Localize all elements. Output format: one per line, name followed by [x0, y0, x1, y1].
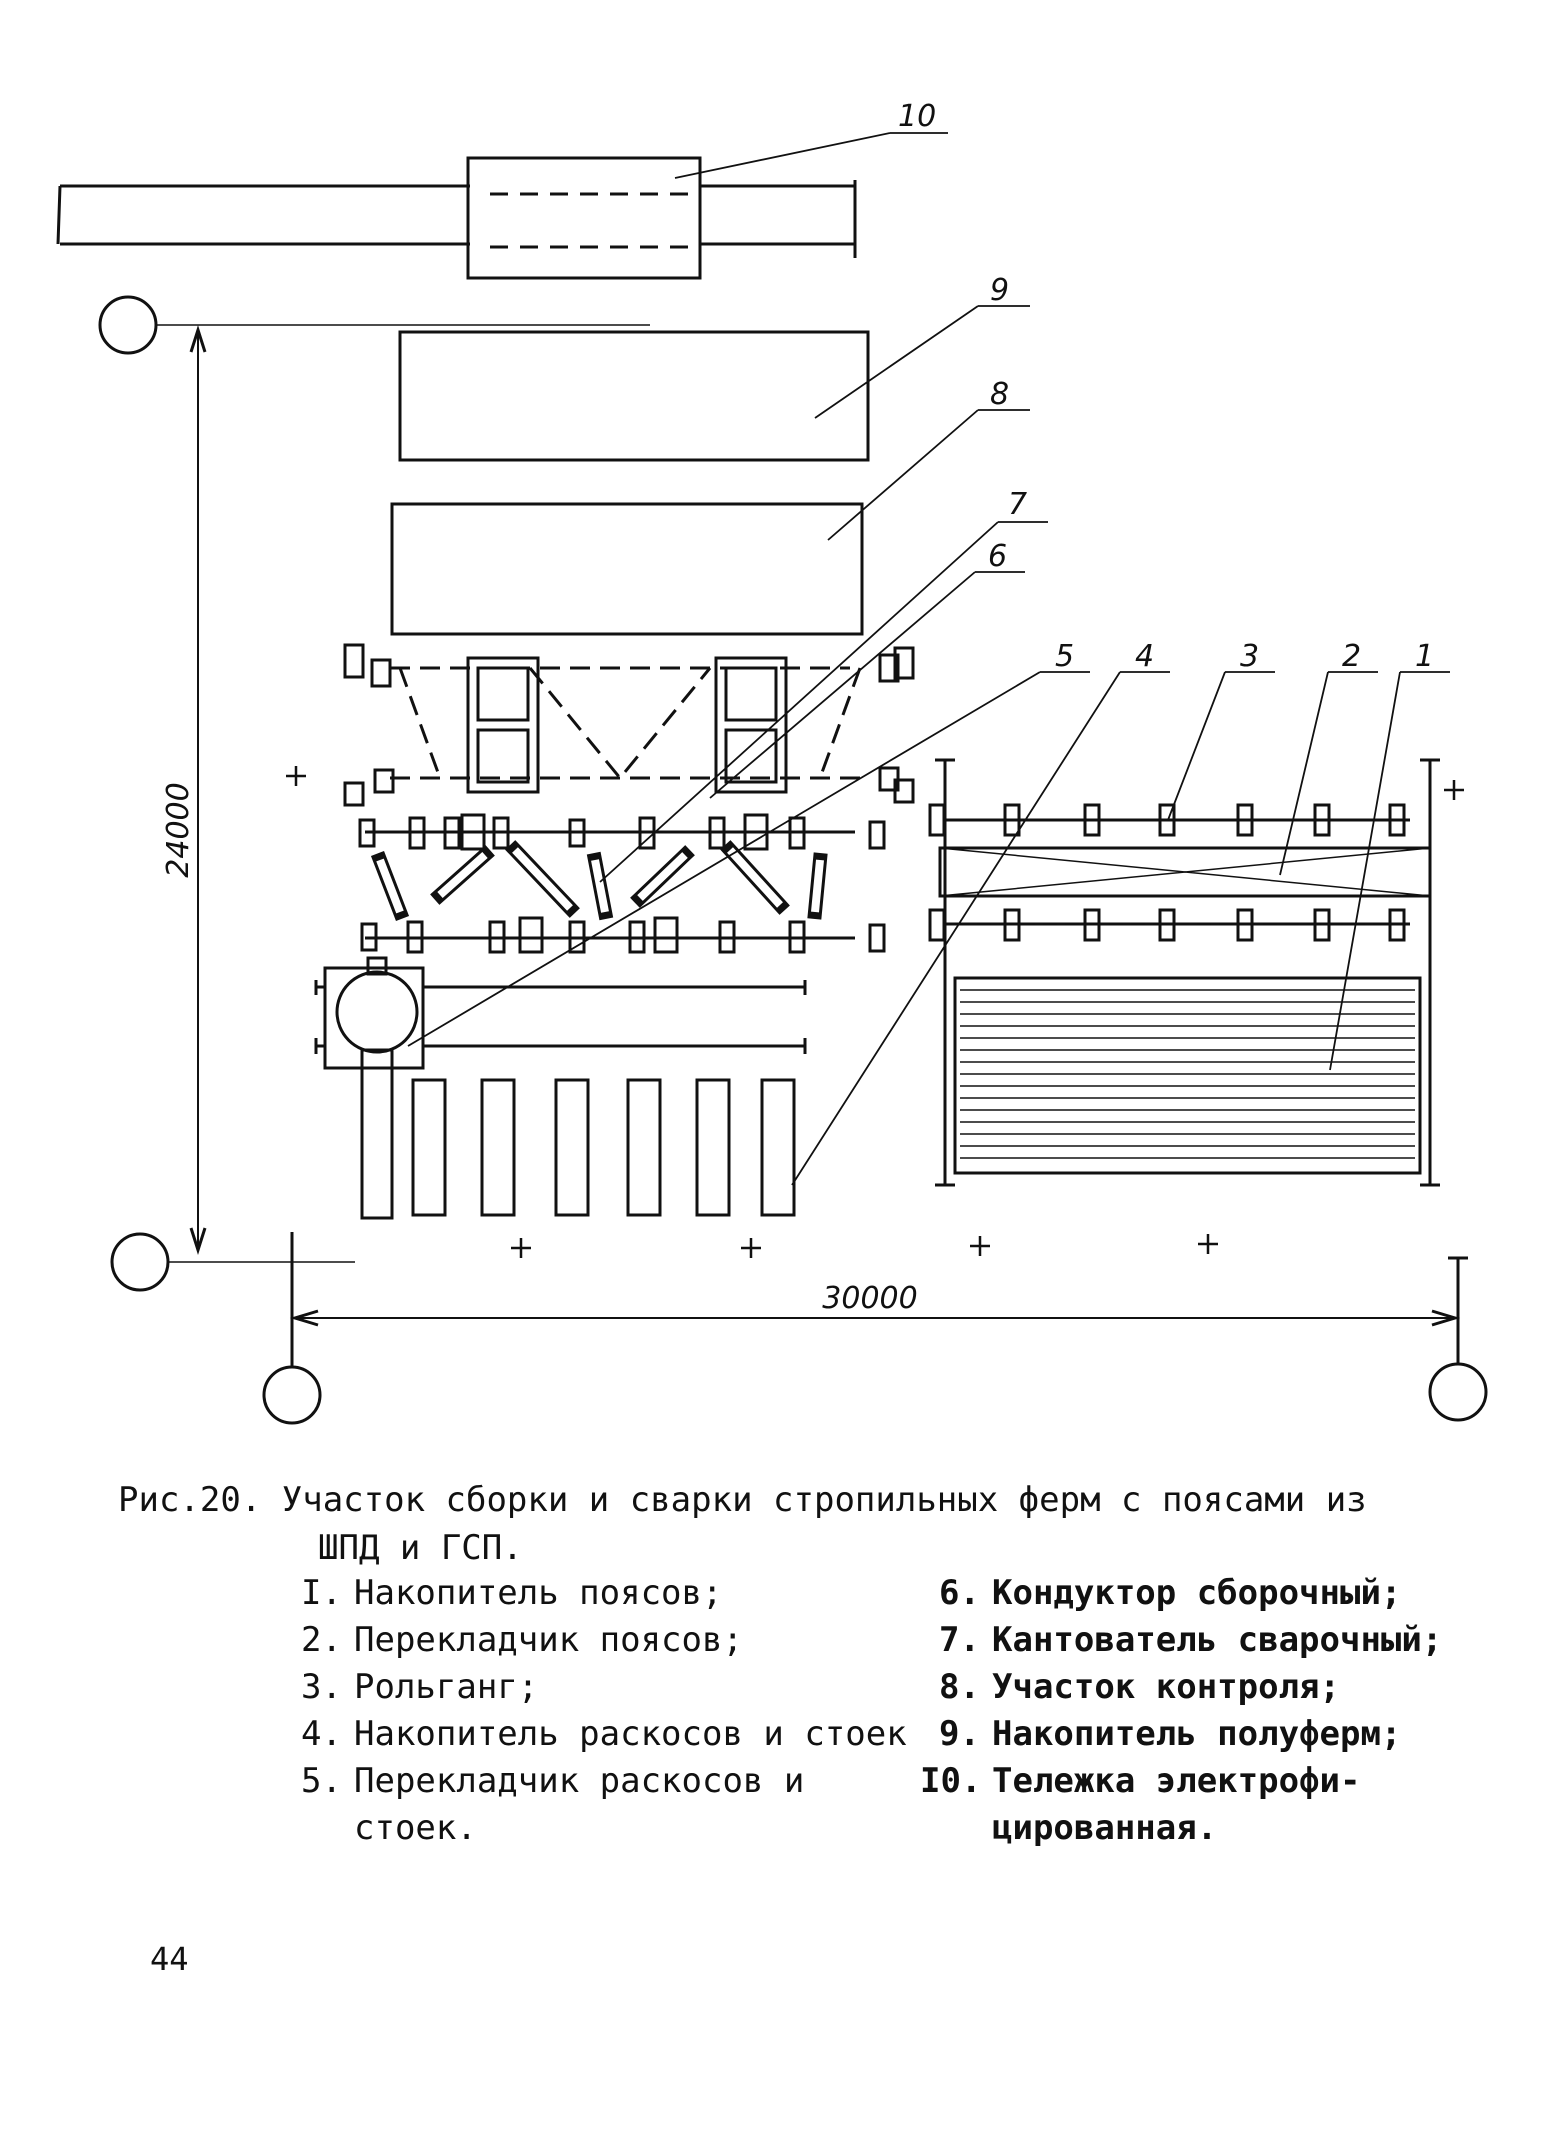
legend-item: I0.Тележка электрофи- [920, 1761, 1361, 1801]
column-marker-mid-left [110, 1232, 170, 1292]
figure-caption: Рис.20. Участок сборки и сварки стропиль… [118, 1476, 1418, 1572]
column-marker-top-left [98, 295, 158, 355]
callout-2: 2 [1342, 639, 1361, 674]
callout-3: 3 [1240, 639, 1259, 674]
legend-item: 6.Кондуктор сборочный; [939, 1573, 1402, 1613]
trolley-rail [56, 180, 857, 258]
legend-item: 2.Перекладчик поясов; [301, 1620, 743, 1660]
legend-item: стоек. [354, 1808, 477, 1848]
caption-title: Рис.20. Участок сборки и сварки стропиль… [118, 1480, 1367, 1520]
half-truss-storage [398, 330, 870, 462]
assembly-jig [358, 813, 886, 954]
chord-storage [935, 758, 1440, 1187]
callout-10: 10 [898, 99, 936, 134]
legend-item: I.Накопитель поясов; [301, 1573, 723, 1613]
callout-7: 7 [1008, 487, 1027, 522]
page-number: 44 [150, 1940, 189, 1978]
legend-item: 4.Накопитель раскосов и стоек [301, 1714, 907, 1754]
roller-conveyor [928, 803, 1410, 942]
electric-trolley [466, 156, 702, 280]
grid-marks [286, 766, 1464, 1258]
callout-9: 9 [990, 273, 1009, 308]
web-member-storage [411, 1078, 796, 1217]
web-member-transfer [314, 956, 807, 1220]
dimension-vertical-label: 24000 [161, 782, 196, 877]
legend-item: 5.Перекладчик раскосов и [301, 1761, 805, 1801]
legend-item: 9.Накопитель полуферм; [939, 1714, 1402, 1754]
caption-title-continued: ШПД и ГСП. [318, 1528, 523, 1568]
legend-right: 6.Кондуктор сборочный; 7.Кантователь сва… [920, 1570, 1480, 1852]
layout-drawing: 10 9 8 7 6 5 4 3 2 1 24000 30000 [56, 99, 1488, 1425]
legend-left: I.Накопитель поясов; 2.Перекладчик поясо… [282, 1570, 922, 1852]
legend-item: 3.Рольганг; [301, 1667, 539, 1707]
legend-item: 8.Участок контроля; [939, 1667, 1340, 1707]
chord-transfer [938, 846, 1432, 898]
column-marker-bottom-right [1428, 1362, 1488, 1422]
callout-4: 4 [1135, 639, 1154, 674]
callout-5: 5 [1055, 639, 1074, 674]
legend-item: цированная. [992, 1808, 1218, 1848]
dimension-horizontal [289, 1232, 1468, 1366]
dimension-vertical [156, 324, 650, 1263]
legend-item: 7.Кантователь сварочный; [939, 1620, 1443, 1660]
callout-6: 6 [988, 539, 1007, 574]
inspection-area [390, 502, 864, 636]
welding-tilter [343, 643, 915, 807]
callout-1: 1 [1415, 639, 1434, 674]
leader-lines [407, 132, 1450, 1186]
dimension-horizontal-label: 30000 [822, 1281, 917, 1316]
callout-8: 8 [990, 377, 1009, 412]
column-marker-bottom-left [262, 1365, 322, 1425]
